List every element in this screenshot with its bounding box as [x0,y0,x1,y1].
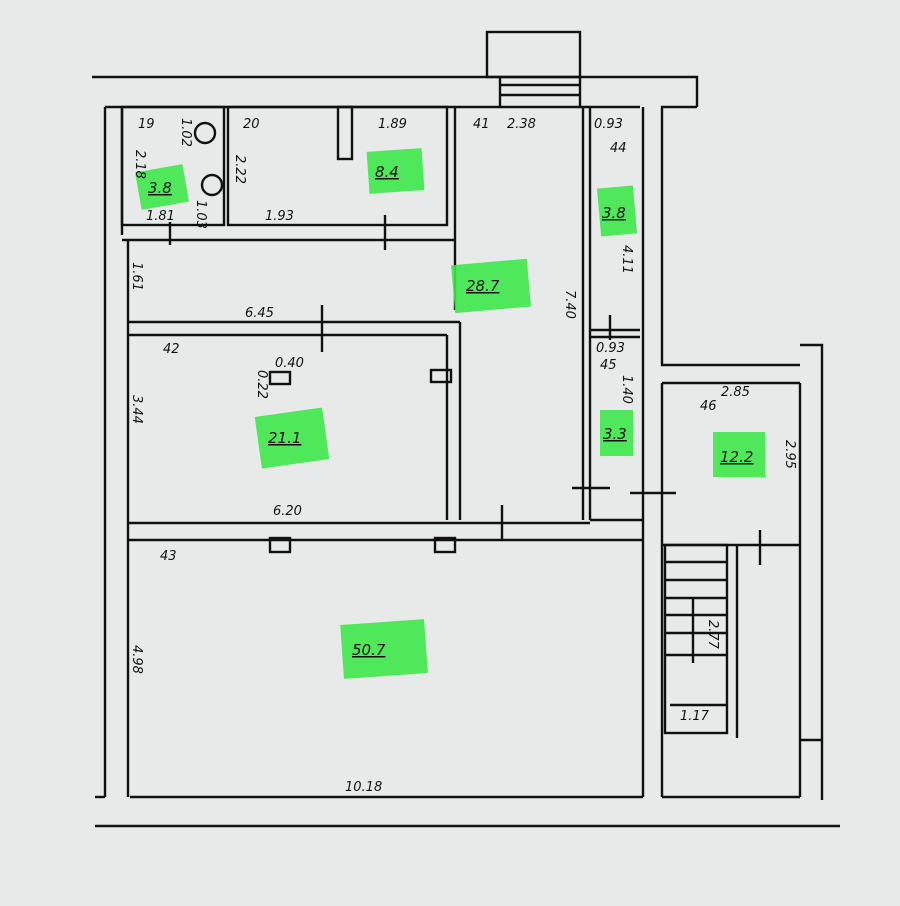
dimension: 2.77 [705,620,720,650]
room-area: 8.4 [375,163,399,181]
dimension: 4.98 [129,645,144,674]
dimension: 1.81 [146,209,175,224]
dimension: 2.22 [232,155,247,184]
dimension: 1.61 [129,262,144,291]
room-number: 42 [163,342,180,357]
dimension: 1.40 [619,375,634,404]
dimension: 1.17 [680,709,710,724]
room-area: 12.2 [720,448,753,466]
dimension: 1.89 [378,117,407,132]
room-number: 20 [243,117,260,132]
dimension: 1.93 [265,209,294,224]
dimension: 10.18 [345,780,382,795]
dimension: 0.22 [254,370,269,399]
dimension: 1.03 [193,200,208,229]
room-19: 19 3.8 2.18 1.02 1.03 1.81 [132,117,208,229]
dimension: 7.40 [562,290,577,319]
room-area: 3.8 [602,204,626,222]
dimension: 2.95 [782,440,797,469]
dimension: 6.45 [245,306,274,321]
room-number: 41 [473,117,490,132]
room-42: 42 21.1 3.44 6.20 0.40 0.22 [129,342,304,519]
dimension: 6.20 [273,504,302,519]
room-number: 44 [610,141,627,156]
staircase: 1.17 2.77 [680,620,720,724]
dimension: 3.44 [129,395,144,424]
dimension: 4.11 [619,245,634,274]
room-number: 45 [600,358,617,373]
walls [92,30,840,828]
room-area: 28.7 [466,277,500,295]
room-area: 21.1 [268,429,301,447]
room-area: 3.8 [148,179,172,197]
room-area: 50.7 [352,641,386,659]
room-45: 0.93 45 1.40 3.3 [596,341,634,443]
room-number: 19 [138,117,155,132]
room-44: 0.93 44 3.8 4.11 [594,117,634,274]
room-number: 43 [160,549,177,564]
dimension: 2.38 [507,117,536,132]
dimension: 1.02 [178,118,193,147]
room-43: 43 50.7 4.98 10.18 [129,549,386,795]
area-highlights [135,148,765,679]
dimension: 0.93 [596,341,625,356]
room-41: 41 2.38 28.7 7.40 1.61 6.45 [129,117,577,321]
dimension: 2.18 [132,150,147,179]
room-number: 46 [700,399,717,414]
room-46: 2.85 46 12.2 2.95 [700,385,797,469]
dimension: 2.85 [721,385,750,400]
dimension: 0.40 [275,356,304,371]
dimension: 0.93 [594,117,623,132]
room-area: 3.3 [603,425,627,443]
room-20: 20 8.4 2.22 1.89 1.93 [232,117,407,224]
